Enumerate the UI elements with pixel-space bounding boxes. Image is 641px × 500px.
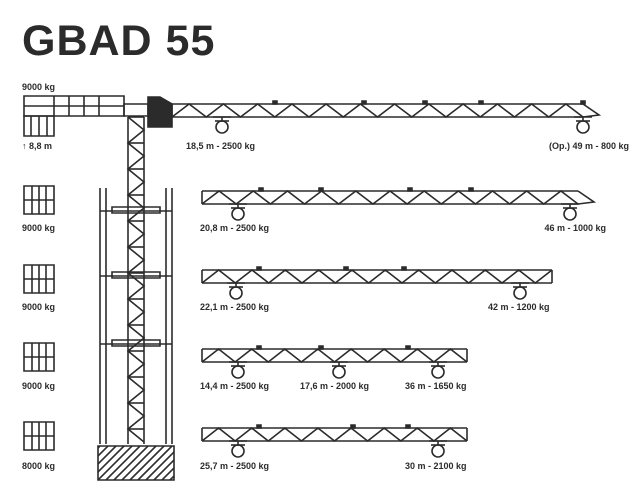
load-label-c2-near: 20,8 m - 2500 kg bbox=[200, 223, 270, 233]
jib-joint bbox=[581, 101, 585, 104]
load-label-c3-near: 22,1 m - 2500 kg bbox=[200, 302, 270, 312]
base-hatch bbox=[98, 446, 132, 480]
jib-joint bbox=[362, 101, 366, 104]
jib-configuration-5 bbox=[202, 425, 467, 457]
trolley-hook bbox=[330, 362, 348, 378]
trolley-hook bbox=[561, 204, 579, 220]
slewing-cab bbox=[148, 97, 172, 127]
jib-joint bbox=[479, 101, 483, 104]
trolley-hook bbox=[429, 362, 447, 378]
jib-lacing bbox=[172, 104, 583, 117]
base-hatch bbox=[74, 446, 108, 480]
base-hatch bbox=[162, 446, 196, 480]
load-label-c4-near: 14,4 m - 2500 kg bbox=[200, 381, 270, 391]
load-label-c1-tip: (Op.) 49 m - 800 kg bbox=[548, 141, 629, 151]
base-hatch bbox=[66, 446, 100, 480]
jib-lacing bbox=[202, 270, 552, 283]
jib-lacing bbox=[202, 349, 467, 362]
load-label-c5-near: 25,7 m - 2500 kg bbox=[200, 461, 270, 471]
counterweight-icon bbox=[24, 265, 54, 293]
jib-lacing bbox=[202, 428, 467, 441]
counterweight-icons bbox=[24, 186, 54, 450]
counterweight-label-top: 9000 kg bbox=[22, 82, 56, 92]
jib-joint bbox=[257, 346, 261, 349]
base-hatch bbox=[106, 446, 140, 480]
load-label-c5-tip: 30 m - 2100 kg bbox=[405, 461, 467, 471]
trolley-hook bbox=[229, 362, 247, 378]
counterweight-icon bbox=[24, 186, 54, 214]
jib-joint bbox=[408, 188, 412, 191]
counterweight-label-5: 8000 kg bbox=[22, 461, 56, 471]
jib-configuration-4 bbox=[202, 346, 467, 378]
load-label-c4-mid: 17,6 m - 2000 kg bbox=[300, 381, 370, 391]
jib-joint bbox=[423, 101, 427, 104]
page-title: GBAD 55 bbox=[22, 17, 216, 65]
telescopic-frame bbox=[100, 188, 172, 444]
trolley-hook bbox=[213, 117, 231, 133]
jib-joint bbox=[259, 188, 263, 191]
jib-joint bbox=[319, 346, 323, 349]
trolley-hook bbox=[511, 283, 529, 299]
base-hatch bbox=[146, 446, 180, 480]
base-ballast bbox=[58, 446, 244, 480]
trolley-hook bbox=[227, 283, 245, 299]
jib-tip bbox=[583, 104, 599, 117]
base-hatch bbox=[90, 446, 124, 480]
base-hatch bbox=[138, 446, 172, 480]
load-label-c1-near: 18,5 m - 2500 kg bbox=[186, 141, 256, 151]
base-hatch bbox=[114, 446, 148, 480]
jib-configuration-1 bbox=[172, 101, 599, 133]
jib-joint bbox=[469, 188, 473, 191]
jib-lacing bbox=[202, 191, 578, 204]
counterweight-icon bbox=[24, 422, 54, 450]
jib-joint bbox=[351, 425, 355, 428]
mast-lacing bbox=[128, 117, 144, 442]
base-hatch bbox=[154, 446, 188, 480]
jib-joint bbox=[406, 346, 410, 349]
load-label-c3-tip: 42 m - 1200 kg bbox=[488, 302, 550, 312]
tower-mast bbox=[128, 117, 144, 444]
load-label-c4-tip: 36 m - 1650 kg bbox=[405, 381, 467, 391]
jib-joint bbox=[257, 425, 261, 428]
trolley-hook bbox=[229, 441, 247, 457]
base-hatch bbox=[58, 446, 92, 480]
counterweight-icon bbox=[24, 343, 54, 371]
jib-configuration-2 bbox=[202, 188, 594, 220]
base-hatch bbox=[130, 446, 164, 480]
jib-joint bbox=[319, 188, 323, 191]
counterweight-block-top bbox=[24, 116, 54, 136]
jib-configuration-3 bbox=[202, 267, 552, 299]
base-hatch bbox=[82, 446, 116, 480]
jib-joint bbox=[344, 267, 348, 270]
base-hatch bbox=[122, 446, 156, 480]
jib-joint bbox=[402, 267, 406, 270]
jib-joint bbox=[273, 101, 277, 104]
counterweight-label-4: 9000 kg bbox=[22, 381, 56, 391]
base-hatch bbox=[170, 446, 204, 480]
trolley-hook bbox=[229, 204, 247, 220]
counterweight-label-2: 9000 kg bbox=[22, 223, 56, 233]
trolley-hook bbox=[574, 117, 592, 133]
load-label-c2-tip: 46 m - 1000 kg bbox=[544, 223, 606, 233]
counter-jib bbox=[24, 96, 148, 116]
jib-tip bbox=[578, 191, 594, 204]
height-label: ↑ 8,8 m bbox=[22, 141, 53, 151]
trolley-hook bbox=[429, 441, 447, 457]
jib-joint bbox=[257, 267, 261, 270]
counterweight-label-3: 9000 kg bbox=[22, 302, 56, 312]
jib-joint bbox=[406, 425, 410, 428]
